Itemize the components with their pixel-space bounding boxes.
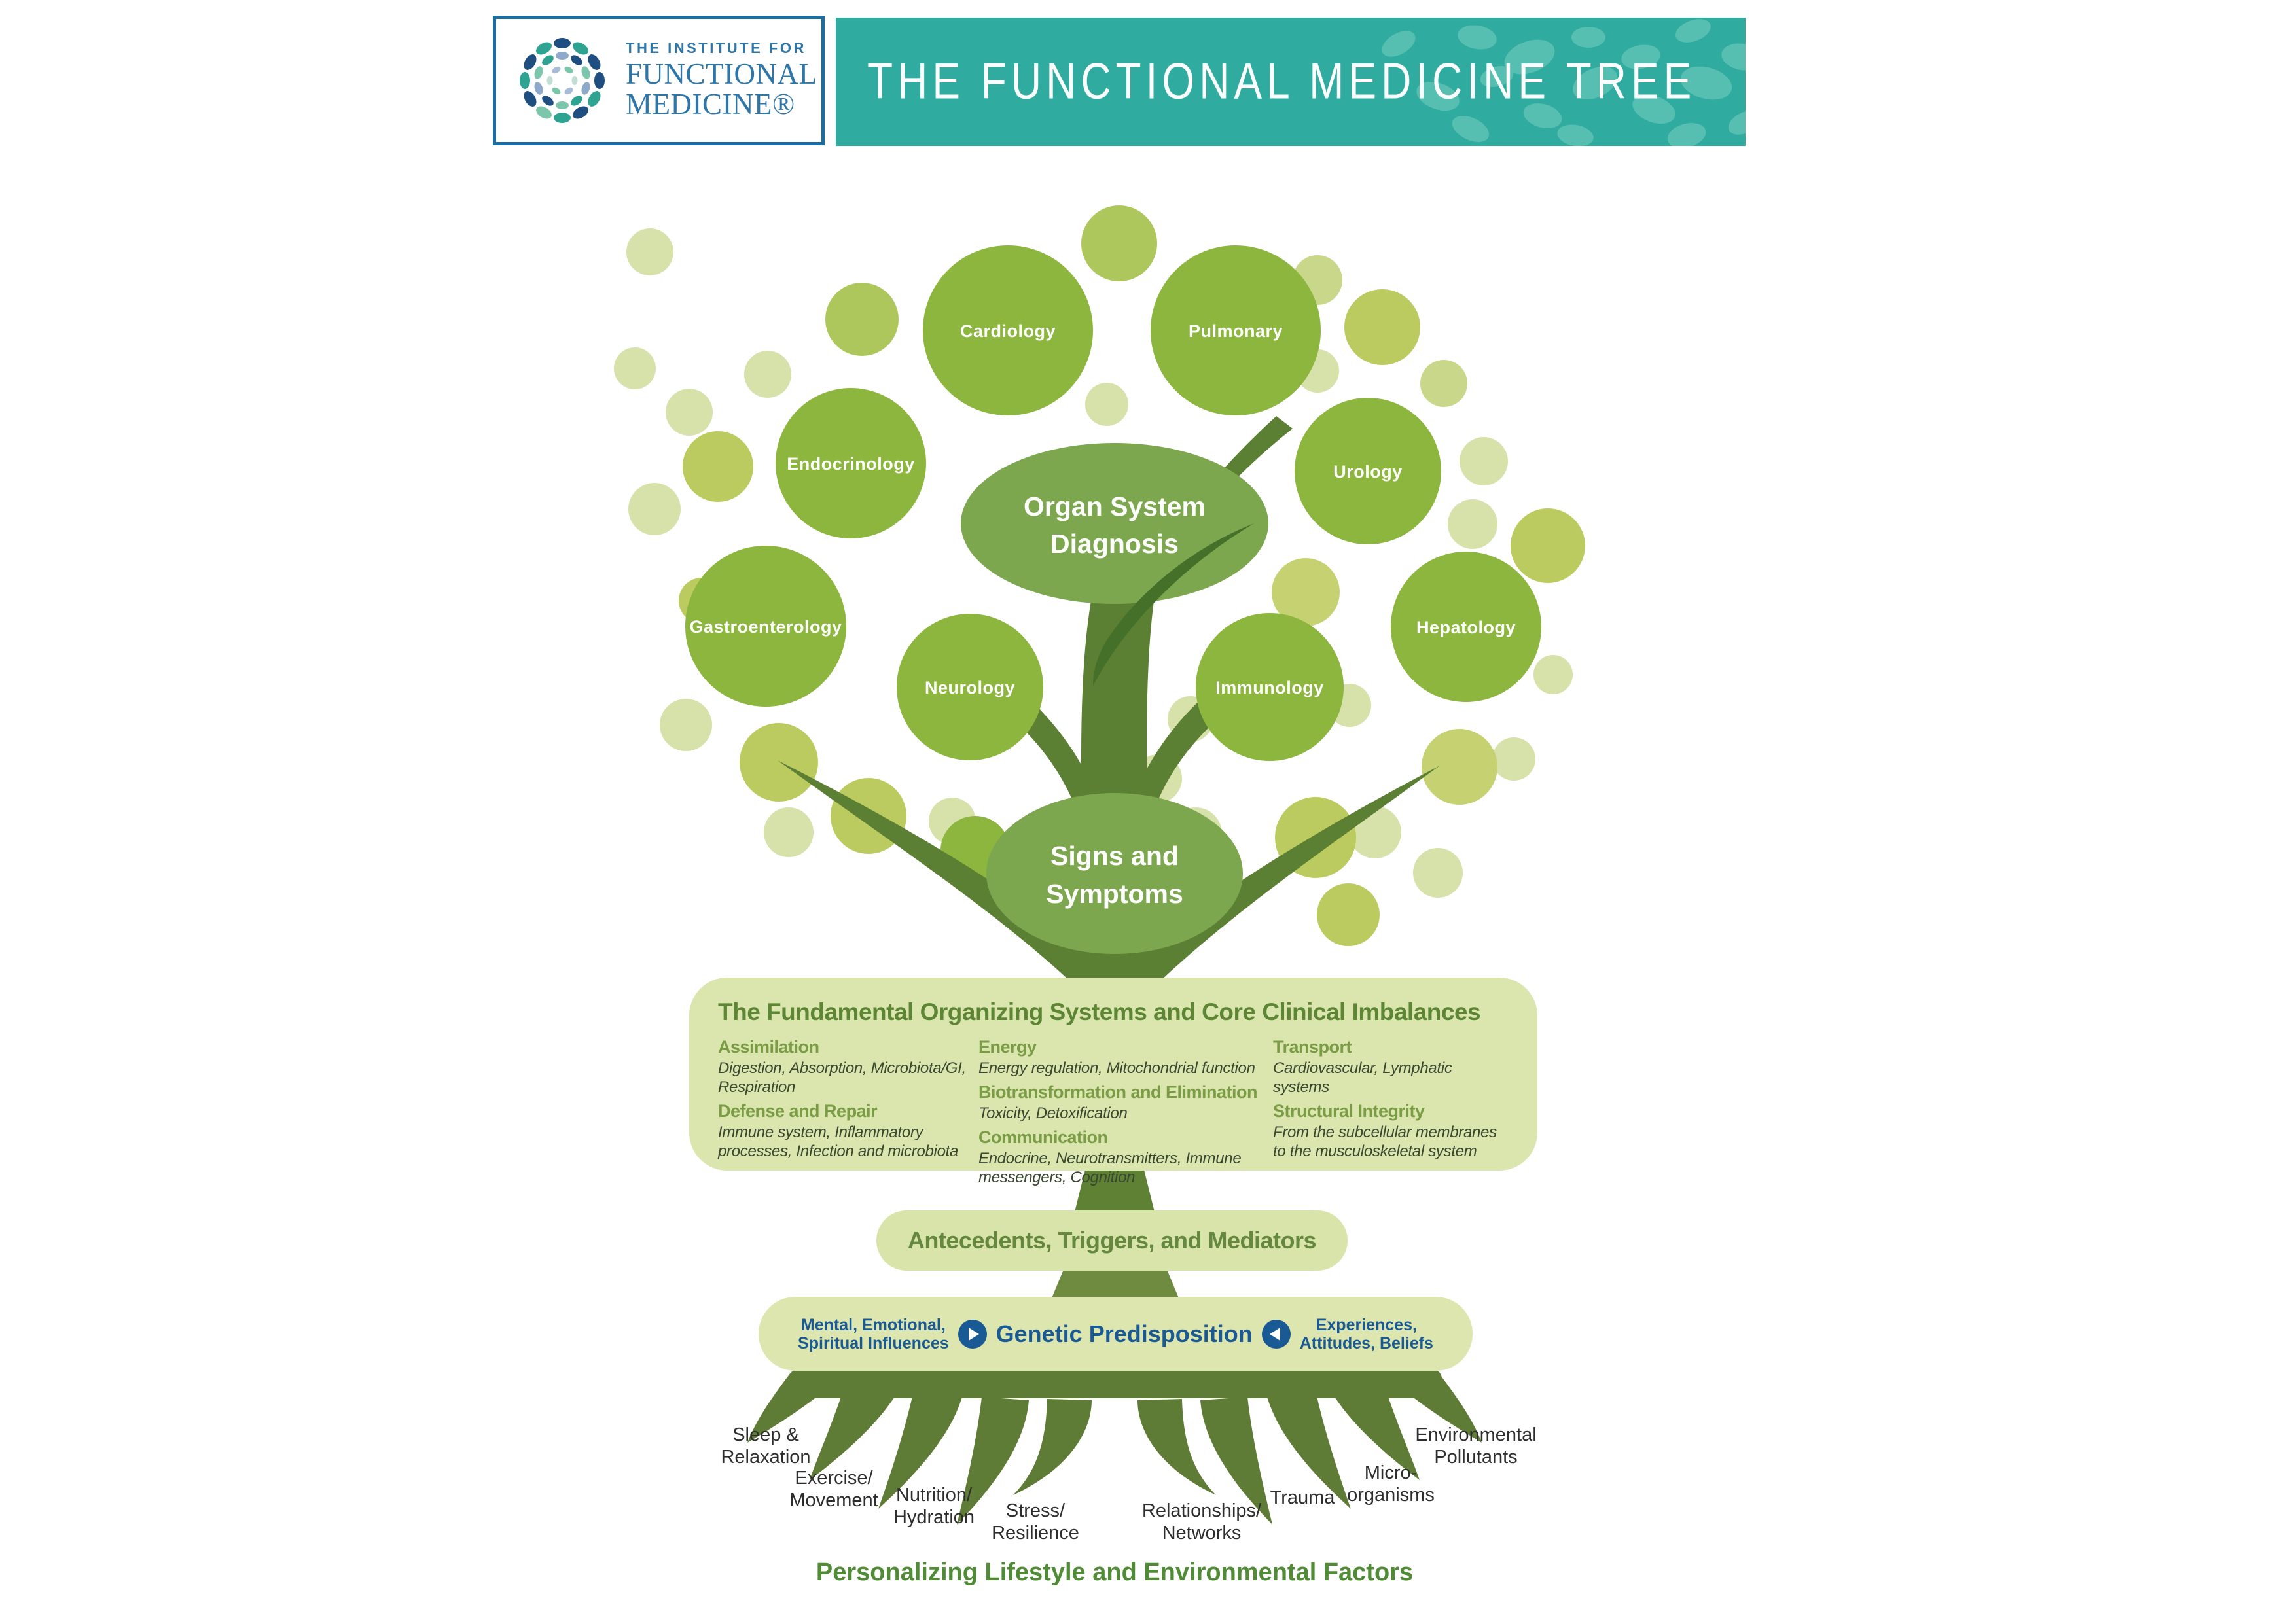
imbalances-title: The Fundamental Organizing Systems and C… (718, 998, 1481, 1025)
logo-line1: THE INSTITUTE FOR (626, 39, 806, 56)
root-label-stress: Stress/Resilience (992, 1500, 1079, 1544)
signs-node-line1: Signs and (1050, 841, 1179, 871)
imbalances-box: The Fundamental Organizing Systems and C… (689, 978, 1537, 1186)
page-title: THE FUNCTIONAL MEDICINE TREE (867, 52, 1696, 110)
circle-immunology: Immunology (1196, 613, 1344, 761)
circle-pulmonary: Pulmonary (1151, 245, 1321, 415)
circle-hepatology: Hepatology (1391, 552, 1541, 702)
circle-cardiology-label: Cardiology (960, 321, 1056, 341)
circle-gastroenterology: Gastroenterology (685, 546, 846, 707)
imbalance-body: Digestion, Absorption, Microbiota/GI, Re… (718, 1059, 966, 1097)
root-label-exercise: Exercise/Movement (789, 1468, 878, 1511)
imbalances-column-2: Energy Energy regulation, Mitochondrial … (978, 1036, 1273, 1191)
imbalance-body: Toxicity, Detoxification (978, 1104, 1128, 1122)
play-left-icon (1261, 1319, 1291, 1349)
imbalances-column-1: Assimilation Digestion, Absorption, Micr… (718, 1036, 978, 1191)
imbalance-body: Endocrine, Neurotransmitters, Immune mes… (978, 1149, 1242, 1187)
signs-node-line2: Symptoms (1046, 879, 1183, 909)
organ-node-line2: Diagnosis (1050, 529, 1179, 559)
imbalance-heading: Defense and Repair (718, 1101, 878, 1121)
circle-endocrinology-label: Endocrinology (787, 454, 915, 474)
imbalance-body: From the subcellular membranes to the mu… (1273, 1123, 1497, 1161)
genetic-left-label: Mental, Emotional, Spiritual Influences (798, 1315, 949, 1352)
imbalance-heading: Energy (978, 1037, 1037, 1057)
trunk-connector-2 (1051, 1268, 1179, 1299)
organ-system-circles: Cardiology Pulmonary Endocrinology Urolo… (685, 245, 1541, 761)
genetic-predisposition-bar: Mental, Emotional, Spiritual Influences … (759, 1297, 1473, 1371)
antecedents-bar: Antecedents, Triggers, and Mediators (876, 1210, 1348, 1271)
root-label-sleep: Sleep &Relaxation (721, 1424, 811, 1468)
root-label-trauma: Trauma (1270, 1487, 1335, 1508)
circle-immunology-label: Immunology (1215, 678, 1324, 697)
imbalance-heading: Structural Integrity (1273, 1101, 1425, 1121)
circle-endocrinology: Endocrinology (776, 388, 926, 538)
circle-cardiology: Cardiology (923, 245, 1093, 415)
imbalance-body: Immune system, Inflammatory processes, I… (718, 1123, 959, 1161)
circle-urology-label: Urology (1333, 462, 1403, 482)
signs-symptoms-node: Signs and Symptoms (986, 793, 1243, 954)
circle-neurology: Neurology (897, 614, 1043, 760)
logo-line2: FUNCTIONAL (626, 58, 817, 91)
play-right-icon (958, 1319, 987, 1349)
circle-pulmonary-label: Pulmonary (1189, 321, 1283, 341)
genetic-right-label: Experiences, Attitudes, Beliefs (1299, 1315, 1433, 1352)
root-label-nutrition: Nutrition/Hydration (893, 1485, 975, 1528)
imbalance-body: Cardiovascular, Lymphatic systems (1273, 1059, 1452, 1097)
antecedents-label: Antecedents, Triggers, and Mediators (907, 1227, 1317, 1254)
genetic-center-label: Genetic Predisposition (995, 1320, 1253, 1347)
imbalance-heading: Biotransformation and Elimination (978, 1082, 1258, 1103)
circle-urology: Urology (1295, 398, 1441, 544)
imbalance-heading: Assimilation (718, 1037, 819, 1057)
imbalance-heading: Communication (978, 1127, 1108, 1148)
organ-system-diagnosis-node: Organ System Diagnosis (961, 443, 1268, 604)
circle-hepatology-label: Hepatology (1416, 618, 1516, 637)
circle-gastroenterology-label: Gastroenterology (689, 617, 842, 637)
circle-neurology-label: Neurology (925, 678, 1015, 697)
organ-node-line1: Organ System (1024, 491, 1206, 521)
trunk-connector-1 (1075, 1170, 1155, 1212)
banner-dots-pattern (1382, 19, 1746, 146)
imbalance-body: Energy regulation, Mitochondrial functio… (978, 1059, 1255, 1077)
logo-line3: MEDICINE® (626, 88, 795, 121)
ifm-logo-mark-icon (520, 38, 605, 123)
title-banner: THE FUNCTIONAL MEDICINE TREE (836, 18, 1746, 146)
imbalance-heading: Transport (1273, 1037, 1352, 1057)
root-label-microorganisms: Micro-organisms (1347, 1462, 1435, 1506)
footer-title: Personalizing Lifestyle and Environmenta… (815, 1559, 1414, 1586)
imbalances-column-3: Transport Cardiovascular, Lymphatic syst… (1273, 1036, 1509, 1191)
root-label-relationships: Relationships/Networks (1141, 1500, 1262, 1544)
ifm-logo: THE INSTITUTE FOR FUNCTIONAL MEDICINE® (493, 16, 825, 145)
roots-graphic (747, 1369, 1482, 1525)
